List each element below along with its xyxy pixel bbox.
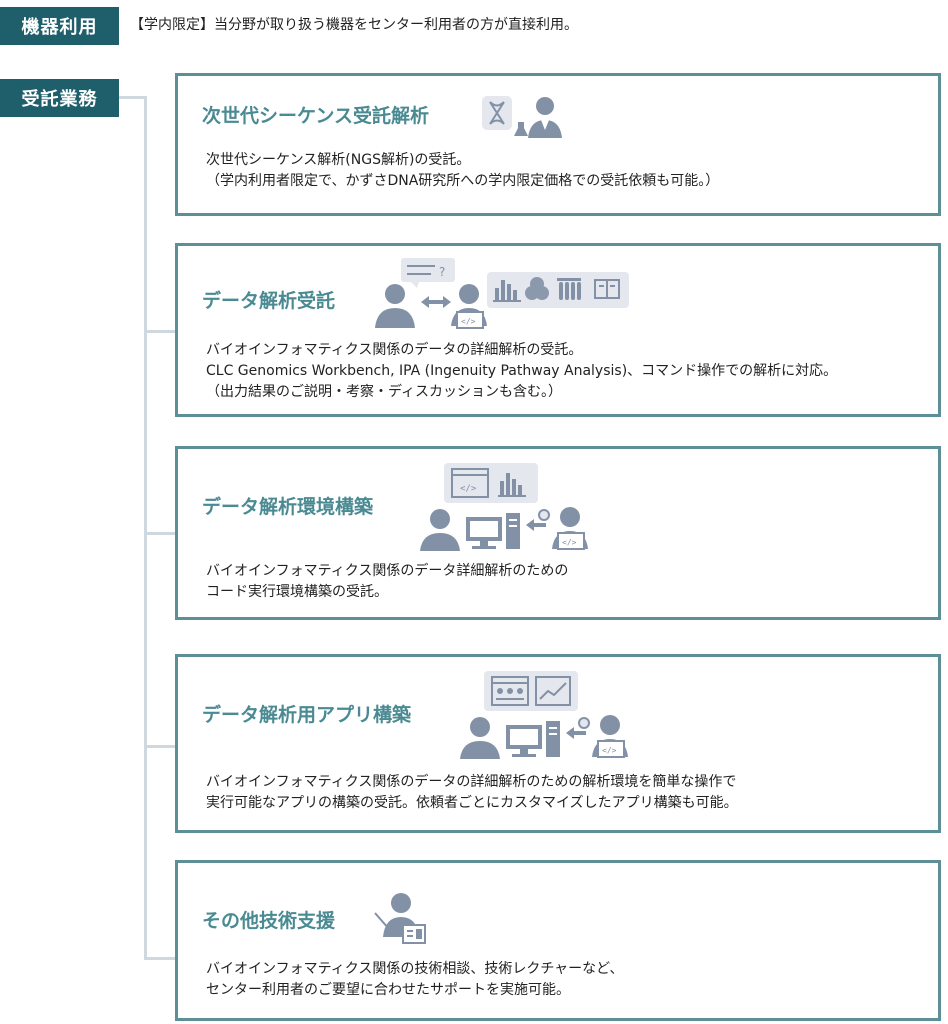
description-line: コード実行環境構築の受託。 xyxy=(206,584,388,600)
exchange-arrow-icon xyxy=(421,296,451,308)
equipment-use-tag: 機器利用 xyxy=(0,7,119,45)
tools-panel xyxy=(484,671,578,711)
card-title: データ解析受託 xyxy=(202,290,336,312)
description-line: センター利用者のご要望に合わせたサポートを実施可能。 xyxy=(206,982,570,998)
svg-text:</>: </> xyxy=(602,746,617,755)
card-description: 次世代シーケンス解析(NGS解析)の受託。 （学内利用者限定で、かずさDNA研究… xyxy=(206,150,719,192)
tools-panel xyxy=(487,272,629,308)
connector-branch xyxy=(144,532,175,535)
connector-stem xyxy=(119,96,147,99)
description-line: （学内利用者限定で、かずさDNA研究所への学内限定価格での受託依頼も可能。） xyxy=(206,173,720,189)
book-icon xyxy=(594,279,620,299)
service-card-ngs: 次世代シーケンス受託解析 次世代シーケンス解析(NGS解析)の受託。 （学内利用… xyxy=(175,73,941,216)
card-title: 次世代シーケンス受託解析 xyxy=(202,105,430,127)
card-title: データ解析用アプリ構築 xyxy=(202,704,412,726)
speech-bubble-icon: ? xyxy=(401,258,455,288)
description-line: バイオインフォマティクス関係のデータの詳細解析の受託。 xyxy=(206,342,583,358)
person-icon xyxy=(460,717,500,759)
code-window-icon: </> xyxy=(451,468,489,498)
bar-chart-icon xyxy=(493,280,521,302)
card-description: バイオインフォマティクス関係のデータ詳細解析のための コード実行環境構築の受託。 xyxy=(206,561,568,603)
description-line: CLC Genomics Workbench, IPA (Ingenuity P… xyxy=(206,363,838,379)
connector-branch xyxy=(144,957,175,960)
line-chart-icon xyxy=(535,676,571,706)
contract-services-tag: 受託業務 xyxy=(0,79,119,117)
service-card-other-support: その他技術支援 バイオインフォマティクス関係の技術相談、技術レクチャーなど、 セ… xyxy=(175,860,941,1021)
arrow-icon xyxy=(566,717,590,739)
card-description: バイオインフォマティクス関係の技術相談、技術レクチャーなど、 センター利用者のご… xyxy=(206,959,623,1001)
card-description: バイオインフォマティクス関係のデータの詳細解析の受託。 CLC Genomics… xyxy=(206,340,837,403)
svg-text:</>: </> xyxy=(562,538,577,547)
lecturer-icon xyxy=(374,893,426,944)
description-line: バイオインフォマティクス関係のデータ詳細解析のための xyxy=(206,563,569,579)
environment-illustration: </> xyxy=(416,461,596,553)
tubes-icon xyxy=(557,278,581,300)
ngs-illustration xyxy=(478,92,578,142)
description-line: 実行可能なアプリの構築の受託。依頼者ごとにカスタマイズしたアプリ構築も可能。 xyxy=(206,795,738,811)
connector-branch xyxy=(144,745,175,748)
person-icon xyxy=(420,509,460,551)
svg-text:</>: </> xyxy=(461,317,476,326)
arrow-icon xyxy=(526,509,550,531)
scientist-icon xyxy=(514,97,562,138)
developer-icon: </> xyxy=(592,715,628,758)
app-window-icon xyxy=(491,676,529,706)
dna-helix xyxy=(489,101,505,125)
card-title: その他技術支援 xyxy=(202,910,336,932)
svg-text:</>: </> xyxy=(460,484,477,494)
connector-branch xyxy=(144,330,175,333)
card-title: データ解析環境構築 xyxy=(202,496,374,518)
connector-trunk xyxy=(144,96,147,960)
app-development-illustration: </> xyxy=(456,669,636,761)
description-line: バイオインフォマティクス関係のデータの詳細解析のための解析環境を簡単な操作で xyxy=(206,774,737,790)
bar-chart-icon xyxy=(498,473,526,497)
description-line: （出力結果のご説明・考察・ディスカッションも含む。） xyxy=(206,384,563,400)
card-description: バイオインフォマティクス関係のデータの詳細解析のための解析環境を簡単な操作で 実… xyxy=(206,772,738,814)
svg-text:?: ? xyxy=(439,265,445,279)
person-icon xyxy=(375,284,415,328)
support-illustration xyxy=(373,891,433,945)
service-card-app-development: データ解析用アプリ構築 xyxy=(175,654,941,833)
service-card-data-analysis: データ解析受託 ? </> xyxy=(175,243,941,417)
developer-icon: </> xyxy=(451,284,487,329)
equipment-use-description: 【学内限定】当分野が取り扱う機器をセンター利用者の方が直接利用。 xyxy=(130,17,578,33)
computer-icon xyxy=(466,513,520,549)
venn-icon xyxy=(525,277,549,300)
description-line: バイオインフォマティクス関係の技術相談、技術レクチャーなど、 xyxy=(206,961,624,977)
description-line: 次世代シーケンス解析(NGS解析)の受託。 xyxy=(206,152,471,168)
computer-icon xyxy=(506,721,560,757)
developer-icon: </> xyxy=(552,507,588,550)
service-card-environment-setup: データ解析環境構築 </> xyxy=(175,446,941,620)
data-analysis-illustration: ? </> xyxy=(373,256,633,332)
